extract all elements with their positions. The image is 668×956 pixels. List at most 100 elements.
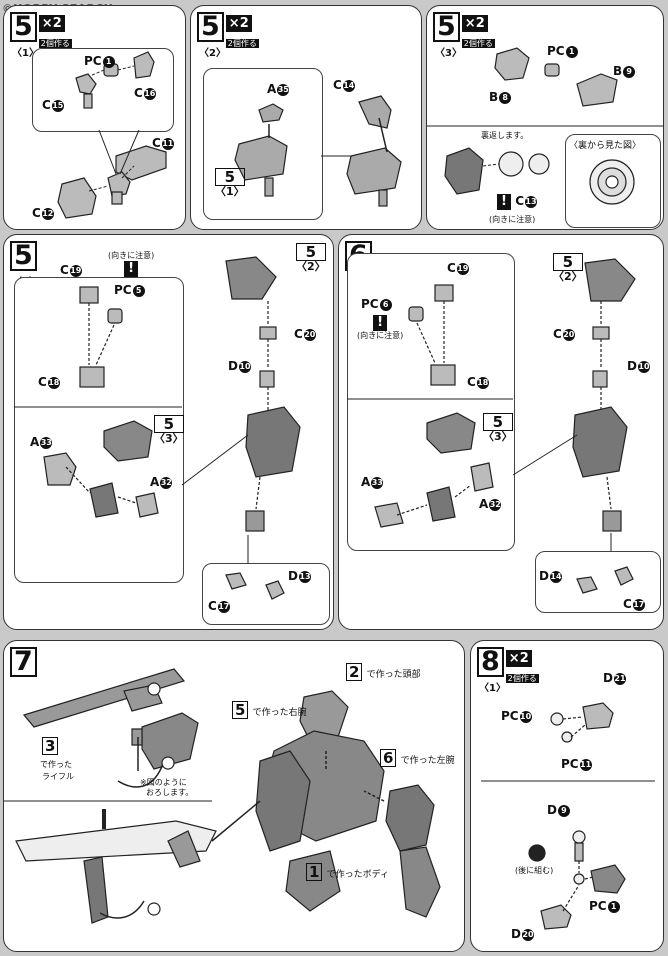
flip-note: 裏返します。 xyxy=(481,131,529,140)
step-number: 5 xyxy=(197,12,224,42)
joint-part-d10 xyxy=(592,370,608,388)
make-two-note: 2個作る xyxy=(505,674,539,683)
back-view-title: 〈裏から見た図〉 xyxy=(569,141,642,151)
label-a35: A35 xyxy=(267,82,290,96)
forearm-part xyxy=(141,712,199,770)
shoulder-part xyxy=(225,256,277,300)
detail-inset xyxy=(14,277,184,583)
ref-step-5-3: 5〈3〉 xyxy=(154,415,184,445)
round-part xyxy=(528,153,550,175)
direction-note: (向きに注意)! xyxy=(108,251,155,277)
arm-block-part xyxy=(89,482,119,518)
left-arm-part xyxy=(385,784,435,852)
multiplier-badge: ×2 xyxy=(38,15,65,32)
rifle-caption-2: ライフル xyxy=(42,772,74,781)
forearm-part xyxy=(346,147,402,195)
hand-part-c17 xyxy=(225,572,247,590)
label-a32: A32 xyxy=(150,475,173,489)
polycap-part xyxy=(107,308,123,324)
ref-step-2-head: 2 で作った頭部 xyxy=(346,663,421,681)
multiplier-badge: ×2 xyxy=(505,650,532,667)
step-order-icon xyxy=(147,902,161,916)
label-c16: C16 xyxy=(134,86,156,100)
forearm-part xyxy=(245,406,301,478)
round-part xyxy=(498,151,524,177)
step-heading: 7 xyxy=(10,647,37,677)
lower-body-part xyxy=(285,850,341,912)
label-d21: D21 xyxy=(603,671,626,685)
label-d13: D13 xyxy=(288,569,311,583)
ref-step-5-2: 5〈2〉 xyxy=(553,253,583,283)
peg-part xyxy=(83,93,93,109)
joint-part-c20 xyxy=(259,326,277,340)
label-d10: D10 xyxy=(627,359,650,373)
rifle-grip-part xyxy=(131,728,143,746)
label-pc10: PC10 xyxy=(501,709,532,723)
sub-step: 〈1〉 xyxy=(479,683,506,694)
armor-part-b9 xyxy=(576,73,618,107)
joint-part-c18 xyxy=(430,364,456,386)
label-d20: D20 xyxy=(511,927,534,941)
hand-part xyxy=(590,864,626,894)
step-number: 5 xyxy=(10,241,37,271)
hand-part-d13 xyxy=(265,580,285,600)
step-8-1-diagram xyxy=(481,702,655,930)
right-arm-part xyxy=(255,750,311,852)
ref-step-3-rifle: 3 xyxy=(42,737,59,755)
hand-part-c17 xyxy=(614,566,634,586)
label-c12: C12 xyxy=(32,206,54,220)
polycap-part xyxy=(408,306,424,322)
step-order-icon xyxy=(161,756,175,770)
polycap-part xyxy=(573,873,585,885)
assemble-later-icon xyxy=(528,844,546,862)
step-order-icon xyxy=(147,682,161,696)
step-5-4-diagram xyxy=(14,256,301,600)
ref-step-6-left-arm: 6 で作った左腕 xyxy=(380,749,455,767)
step-7-panel: 7 xyxy=(3,640,465,952)
hand-part-d20 xyxy=(540,904,572,930)
label-c14: C14 xyxy=(333,78,355,92)
forearm-part xyxy=(167,830,201,868)
label-pc11: PC11 xyxy=(561,757,592,771)
step-5-2-diagram xyxy=(234,95,402,207)
shoulder-part xyxy=(133,51,155,79)
label-c20: C20 xyxy=(294,327,316,341)
rifle-barrel-part xyxy=(22,668,186,728)
joint-part-c19 xyxy=(79,286,99,304)
caution-icon: ! xyxy=(124,261,139,277)
armor-plate-part xyxy=(57,177,97,219)
ball-joint-part-d9 xyxy=(572,830,586,844)
joint-part xyxy=(75,73,97,95)
step-number: 5 xyxy=(10,12,37,42)
ref-step-5-2: 5〈2〉 xyxy=(296,243,326,273)
armor-cap-part xyxy=(258,103,284,123)
step-heading: 5 ×2 2個作る xyxy=(197,12,259,50)
rifle-caption-1: で作った xyxy=(40,760,72,769)
make-two-note: 2個作る xyxy=(461,39,495,48)
upper-arm-part xyxy=(426,412,476,454)
hand-peg-part xyxy=(264,177,274,197)
forearm-part xyxy=(572,406,628,478)
label-d14: D14 xyxy=(539,569,562,583)
step-5-3-diagram xyxy=(427,47,663,205)
joint-part-b8 xyxy=(494,47,530,81)
shoulder-part xyxy=(584,258,636,302)
multiplier-badge: ×2 xyxy=(225,15,252,32)
ref-step-5-right-arm: 5 で作った右腕 xyxy=(232,701,307,719)
shoulder-block-part xyxy=(444,147,484,195)
step-5-1-diagram xyxy=(57,51,167,219)
make-two-note: 2個作る xyxy=(225,39,259,48)
label-c19: C19 xyxy=(60,263,82,277)
polycap-part xyxy=(544,63,560,77)
hand-part-d21 xyxy=(582,702,614,730)
